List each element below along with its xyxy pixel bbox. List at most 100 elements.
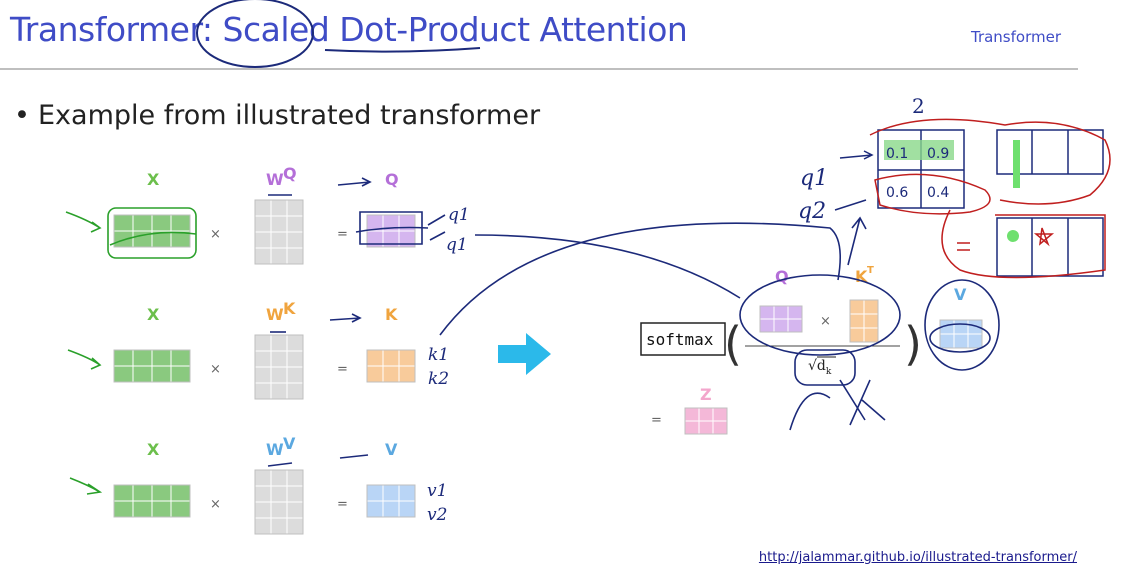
row-v-weight-label: W xyxy=(266,440,284,459)
sqrt-sub: k xyxy=(826,367,832,377)
w-matrix-q-cell xyxy=(286,199,304,217)
row-k-input-label: X xyxy=(147,305,160,324)
formula-k-sup: T xyxy=(867,265,874,276)
x-matrix-k-cell xyxy=(151,365,172,383)
row-k-weight-label: W xyxy=(266,305,284,324)
formula-k-matrix-cell xyxy=(863,313,879,329)
formula-z-label: Z xyxy=(700,385,712,404)
w-matrix-q-cell xyxy=(254,231,272,249)
source-link[interactable]: http://jalammar.github.io/illustrated-tr… xyxy=(758,550,1077,565)
sketch-val-2: 0.9 xyxy=(927,146,949,162)
circle-v xyxy=(924,279,1000,371)
w-matrix-q-cell xyxy=(270,215,288,233)
sketch-highlight xyxy=(884,140,954,160)
sketch-val-3: 0.6 xyxy=(886,185,908,201)
hw-k1: k1 xyxy=(428,345,449,365)
row-v-input-label: X xyxy=(147,440,160,459)
sqrt-dk: √dk xyxy=(808,358,832,377)
x-matrix-q-cell xyxy=(170,230,191,248)
row-q-times: × xyxy=(210,227,221,242)
formula-k-matrix-outline xyxy=(849,299,879,343)
row-k-output-label: K xyxy=(385,305,398,324)
sketch-red-loop-1 xyxy=(869,118,1111,205)
row-q-weight-sup: Q xyxy=(283,164,297,183)
x3-arrow xyxy=(69,477,103,495)
sketch-val-4: 0.4 xyxy=(927,185,949,201)
out-matrix-k xyxy=(366,349,416,383)
ink-q-arrows xyxy=(427,214,446,241)
w-matrix-k-cell xyxy=(286,350,304,368)
bullet-item: •Example from illustrated transformer xyxy=(14,100,540,131)
sketch-arrow-q2 xyxy=(834,199,867,211)
sketch-matrix-b xyxy=(996,129,1104,175)
section-label: Transformer xyxy=(970,28,1061,46)
w-matrix-q-cell xyxy=(270,231,288,249)
x-matrix-k-cell xyxy=(132,349,153,367)
formula-q-matrix-cell xyxy=(787,318,803,333)
x-matrix-v-cell xyxy=(132,484,153,502)
bullet-dot: • xyxy=(14,100,30,131)
sqrt-symbol: √d xyxy=(808,358,826,374)
x-row-circle xyxy=(107,207,197,259)
x-matrix-k-cell xyxy=(151,349,172,367)
w-matrix-v-cell xyxy=(270,517,288,535)
x-matrix-v xyxy=(113,484,191,518)
row-k-equals: = xyxy=(337,362,348,377)
w-matrix-k-cell xyxy=(286,382,304,400)
w-matrix-k-cell xyxy=(270,350,288,368)
formula-k-matrix-cell xyxy=(863,299,879,315)
w-matrix-k-cell xyxy=(254,350,272,368)
out-matrix-k-cell xyxy=(382,349,400,367)
x-strike xyxy=(109,231,197,246)
x-matrix-k-cell xyxy=(170,349,191,367)
x-matrix-q-cell xyxy=(132,214,153,232)
out-matrix-k-cell xyxy=(366,365,384,383)
x-matrix-k-cell xyxy=(170,365,191,383)
sketch-matrix-c xyxy=(996,217,1104,277)
w-matrix-k-cell xyxy=(254,382,272,400)
row-q-equals: = xyxy=(337,227,348,242)
w-matrix-q xyxy=(254,199,304,265)
out-matrix-q-cell xyxy=(398,230,416,248)
softmax-label: softmax xyxy=(646,330,714,349)
slide-title: Transformer: Scaled Dot-Product Attentio… xyxy=(10,10,688,49)
w-matrix-q-cell xyxy=(286,231,304,249)
q-to-formula-curve xyxy=(474,234,741,299)
x-matrix-v-outline xyxy=(113,484,191,518)
w-matrix-v-outline xyxy=(254,469,304,535)
w-matrix-k-cell xyxy=(270,366,288,384)
x2-arrow xyxy=(67,349,102,370)
out-matrix-k-cell xyxy=(366,349,384,367)
row-v-output-label: V xyxy=(385,440,398,459)
underline-dot-product xyxy=(324,47,481,53)
formula-z-matrix-cell xyxy=(712,420,728,435)
softmax-box xyxy=(640,322,726,356)
sketch-red-loop-2 xyxy=(874,173,991,215)
x-matrix-q-cell xyxy=(113,214,134,232)
sketch-arrow-q1 xyxy=(839,150,874,160)
w-matrix-q-cell xyxy=(270,199,288,217)
row-v-equals: = xyxy=(337,497,348,512)
formula-q-matrix-cell xyxy=(773,305,789,320)
w-matrix-v-cell xyxy=(254,517,272,535)
formula-equals: = xyxy=(651,413,662,428)
w-matrix-q-cell xyxy=(254,199,272,217)
hw-k2: k2 xyxy=(428,369,449,389)
x1-arrow xyxy=(65,211,102,233)
w-matrix-k-cell xyxy=(254,334,272,352)
out-matrix-v-cell xyxy=(398,500,416,518)
formula-k-matrix-cell xyxy=(849,299,865,315)
box-sqrt xyxy=(794,349,856,386)
w-matrix-v-cell xyxy=(270,469,288,487)
formula-z-matrix-cell xyxy=(712,407,728,422)
x-matrix-v-cell xyxy=(170,500,191,518)
circle-around-scaled xyxy=(196,0,314,68)
circle-v-rows xyxy=(929,323,991,353)
x-matrix-v-cell xyxy=(132,500,153,518)
formula-v-matrix-cell xyxy=(967,333,983,349)
w-matrix-v-cell xyxy=(270,501,288,519)
w-matrix-v-cell xyxy=(254,501,272,519)
